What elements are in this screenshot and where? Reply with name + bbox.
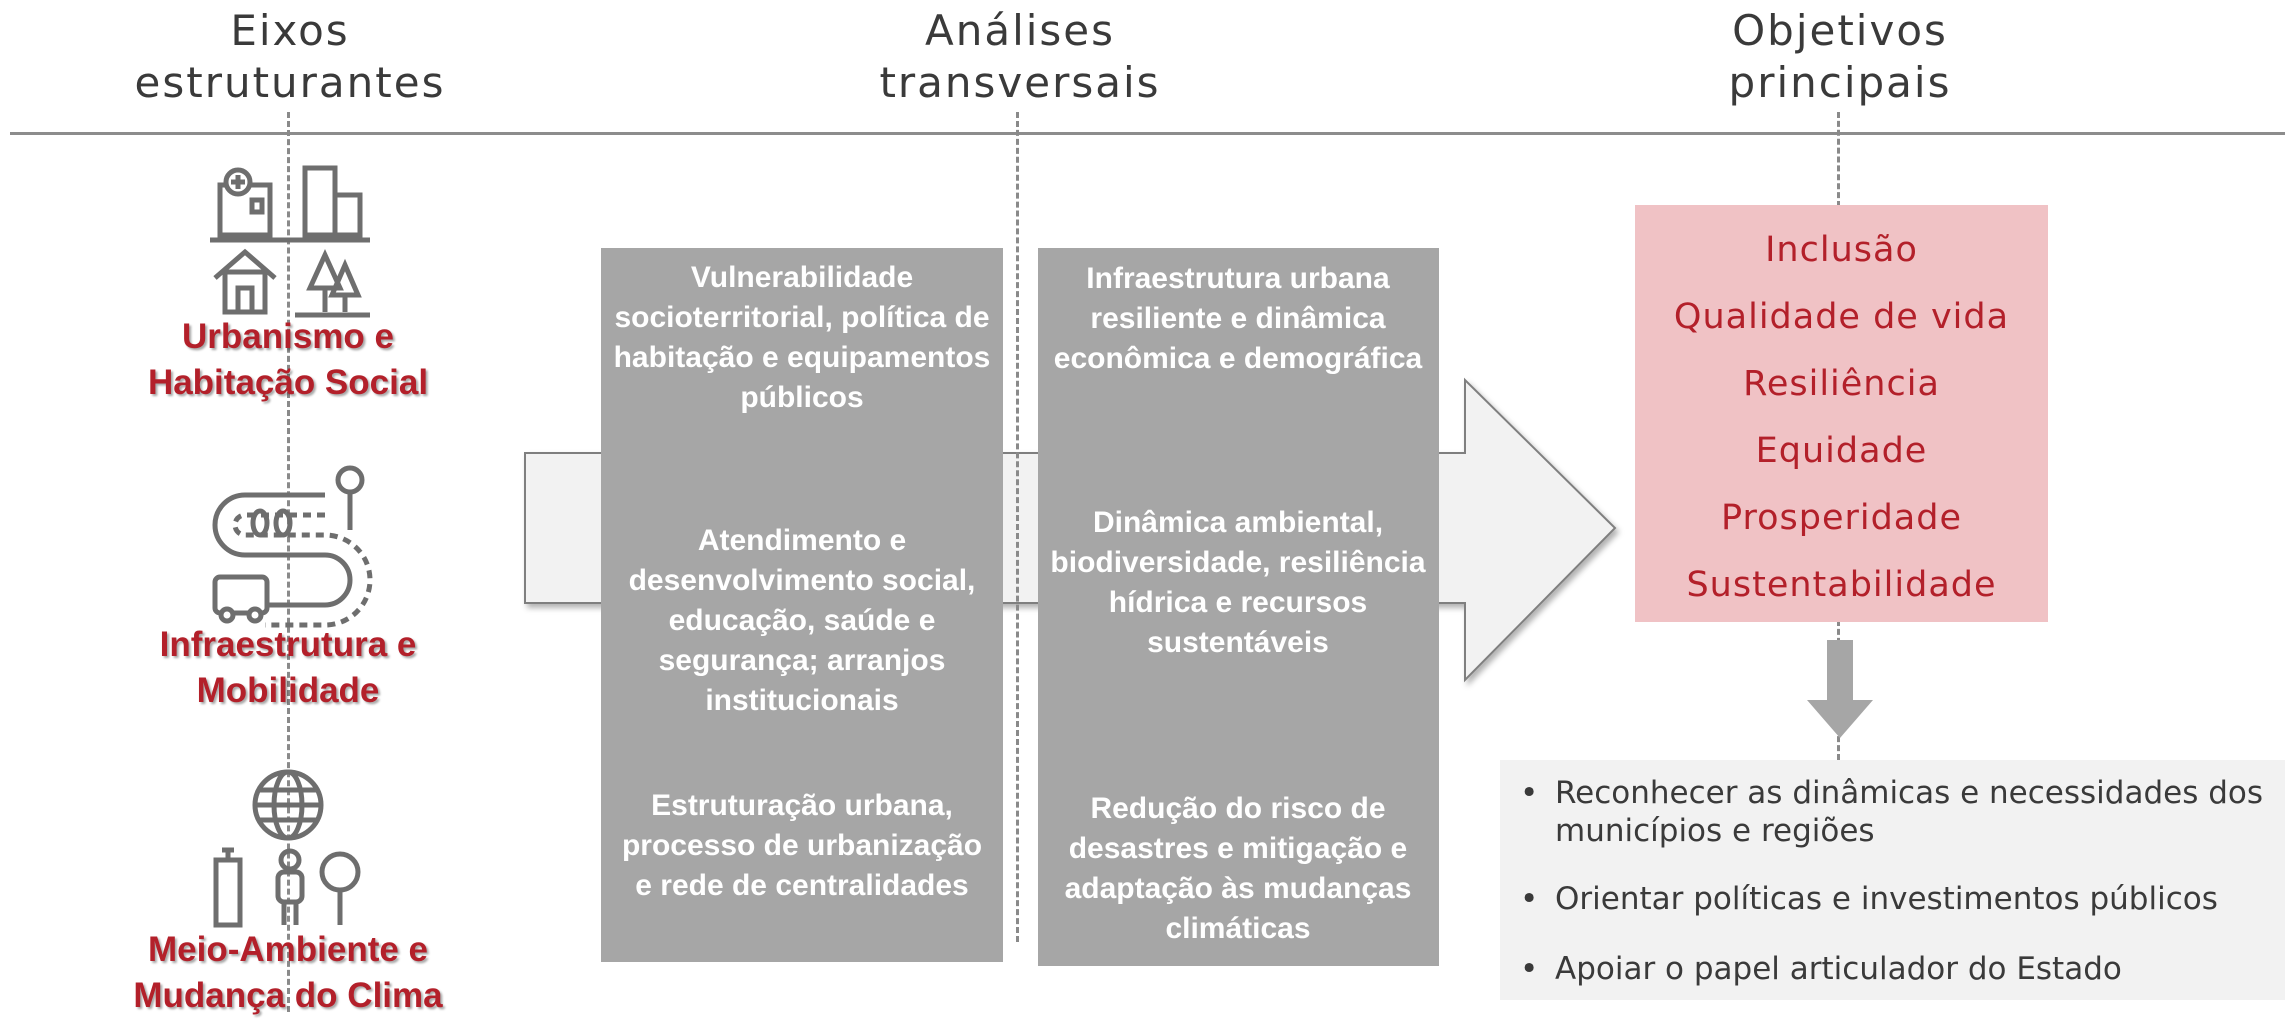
column-header-axes-line1: Eixos: [230, 6, 350, 55]
objectives-guide-line: [1837, 112, 1840, 207]
bullet-icon: •: [1520, 881, 1539, 917]
list-item: • Orientar políticas e investimentos púb…: [1520, 880, 2280, 918]
axis-label-line1: Infraestrutura e: [159, 625, 417, 664]
column-header-objectives-line1: Objetivos: [1732, 6, 1948, 55]
objective-item: Inclusão: [1765, 230, 1918, 270]
list-item-text: Reconhecer as dinâmicas e necessidades d…: [1555, 775, 2264, 849]
column-header-axes-line2: estruturantes: [134, 58, 446, 107]
globe-building-person-tree-icon: [213, 769, 361, 928]
objective-item: Prosperidade: [1720, 498, 1963, 538]
axes-guide-line: [287, 112, 290, 1012]
column-header-objectives: Objetivos principais: [1640, 5, 2040, 109]
analysis-item: Atendimento e desenvolvimento social, ed…: [628, 524, 976, 717]
analyses-box-left: [601, 248, 1003, 962]
column-header-analyses: Análises transversais: [820, 5, 1220, 109]
axis-label-line2: Mobilidade: [196, 671, 380, 710]
axis-label-infraestrutura: Infraestrutura e Mobilidade: [98, 622, 478, 714]
analysis-item: Dinâmica ambiental, biodiversidade, resi…: [1050, 506, 1426, 659]
column-header-axes: Eixos estruturantes: [90, 5, 490, 109]
column-header-objectives-line2: principais: [1728, 58, 1952, 107]
axis-label-line1: Meio-Ambiente e: [147, 930, 429, 969]
down-arrow-icon: [1807, 640, 1873, 738]
objective-item: Resiliência: [1743, 364, 1940, 404]
objective-item: Equidade: [1755, 431, 1928, 471]
column-header-analyses-line1: Análises: [924, 6, 1116, 55]
analysis-item: Estruturação urbana, processo de urbaniz…: [621, 789, 983, 902]
bullet-icon: •: [1520, 775, 1539, 811]
axis-label-line1: Urbanismo e: [182, 317, 394, 356]
analyses-box-right: [1038, 248, 1439, 966]
header-divider: [10, 132, 2285, 135]
objective-item: Qualidade de vida: [1673, 297, 2010, 337]
axis-label-line2: Mudança do Clima: [133, 976, 443, 1015]
axis-label-urbanismo: Urbanismo e Habitação Social: [98, 314, 478, 406]
analysis-item: Infraestrutura urbana resiliente e dinâm…: [1053, 262, 1423, 375]
buildings-house-trees-icon: [210, 165, 370, 318]
analyses-guide-line: [1016, 112, 1019, 942]
axis-label-line2: Habitação Social: [147, 363, 429, 402]
bullet-icon: •: [1520, 951, 1539, 987]
axis-label-meio-ambiente: Meio-Ambiente e Mudança do Clima: [98, 927, 478, 1019]
list-item: • Apoiar o papel articulador do Estado: [1520, 950, 2280, 988]
list-item-text: Orientar políticas e investimentos públi…: [1555, 881, 2218, 917]
objectives-box: Inclusão Qualidade de vida Resiliência E…: [1635, 205, 2048, 622]
objective-item: Sustentabilidade: [1686, 565, 1997, 605]
analysis-item: Vulnerabilidade socioterritorial, políti…: [613, 261, 991, 414]
road-bus-icon: [212, 465, 373, 628]
column-header-analyses-line2: transversais: [879, 58, 1161, 107]
analysis-item: Redução do risco de desastres e mitigaçã…: [1064, 792, 1412, 945]
list-item: • Reconhecer as dinâmicas e necessidades…: [1520, 774, 2280, 850]
goals-list: • Reconhecer as dinâmicas e necessidades…: [1500, 760, 2285, 1000]
list-item-text: Apoiar o papel articulador do Estado: [1555, 951, 2122, 987]
